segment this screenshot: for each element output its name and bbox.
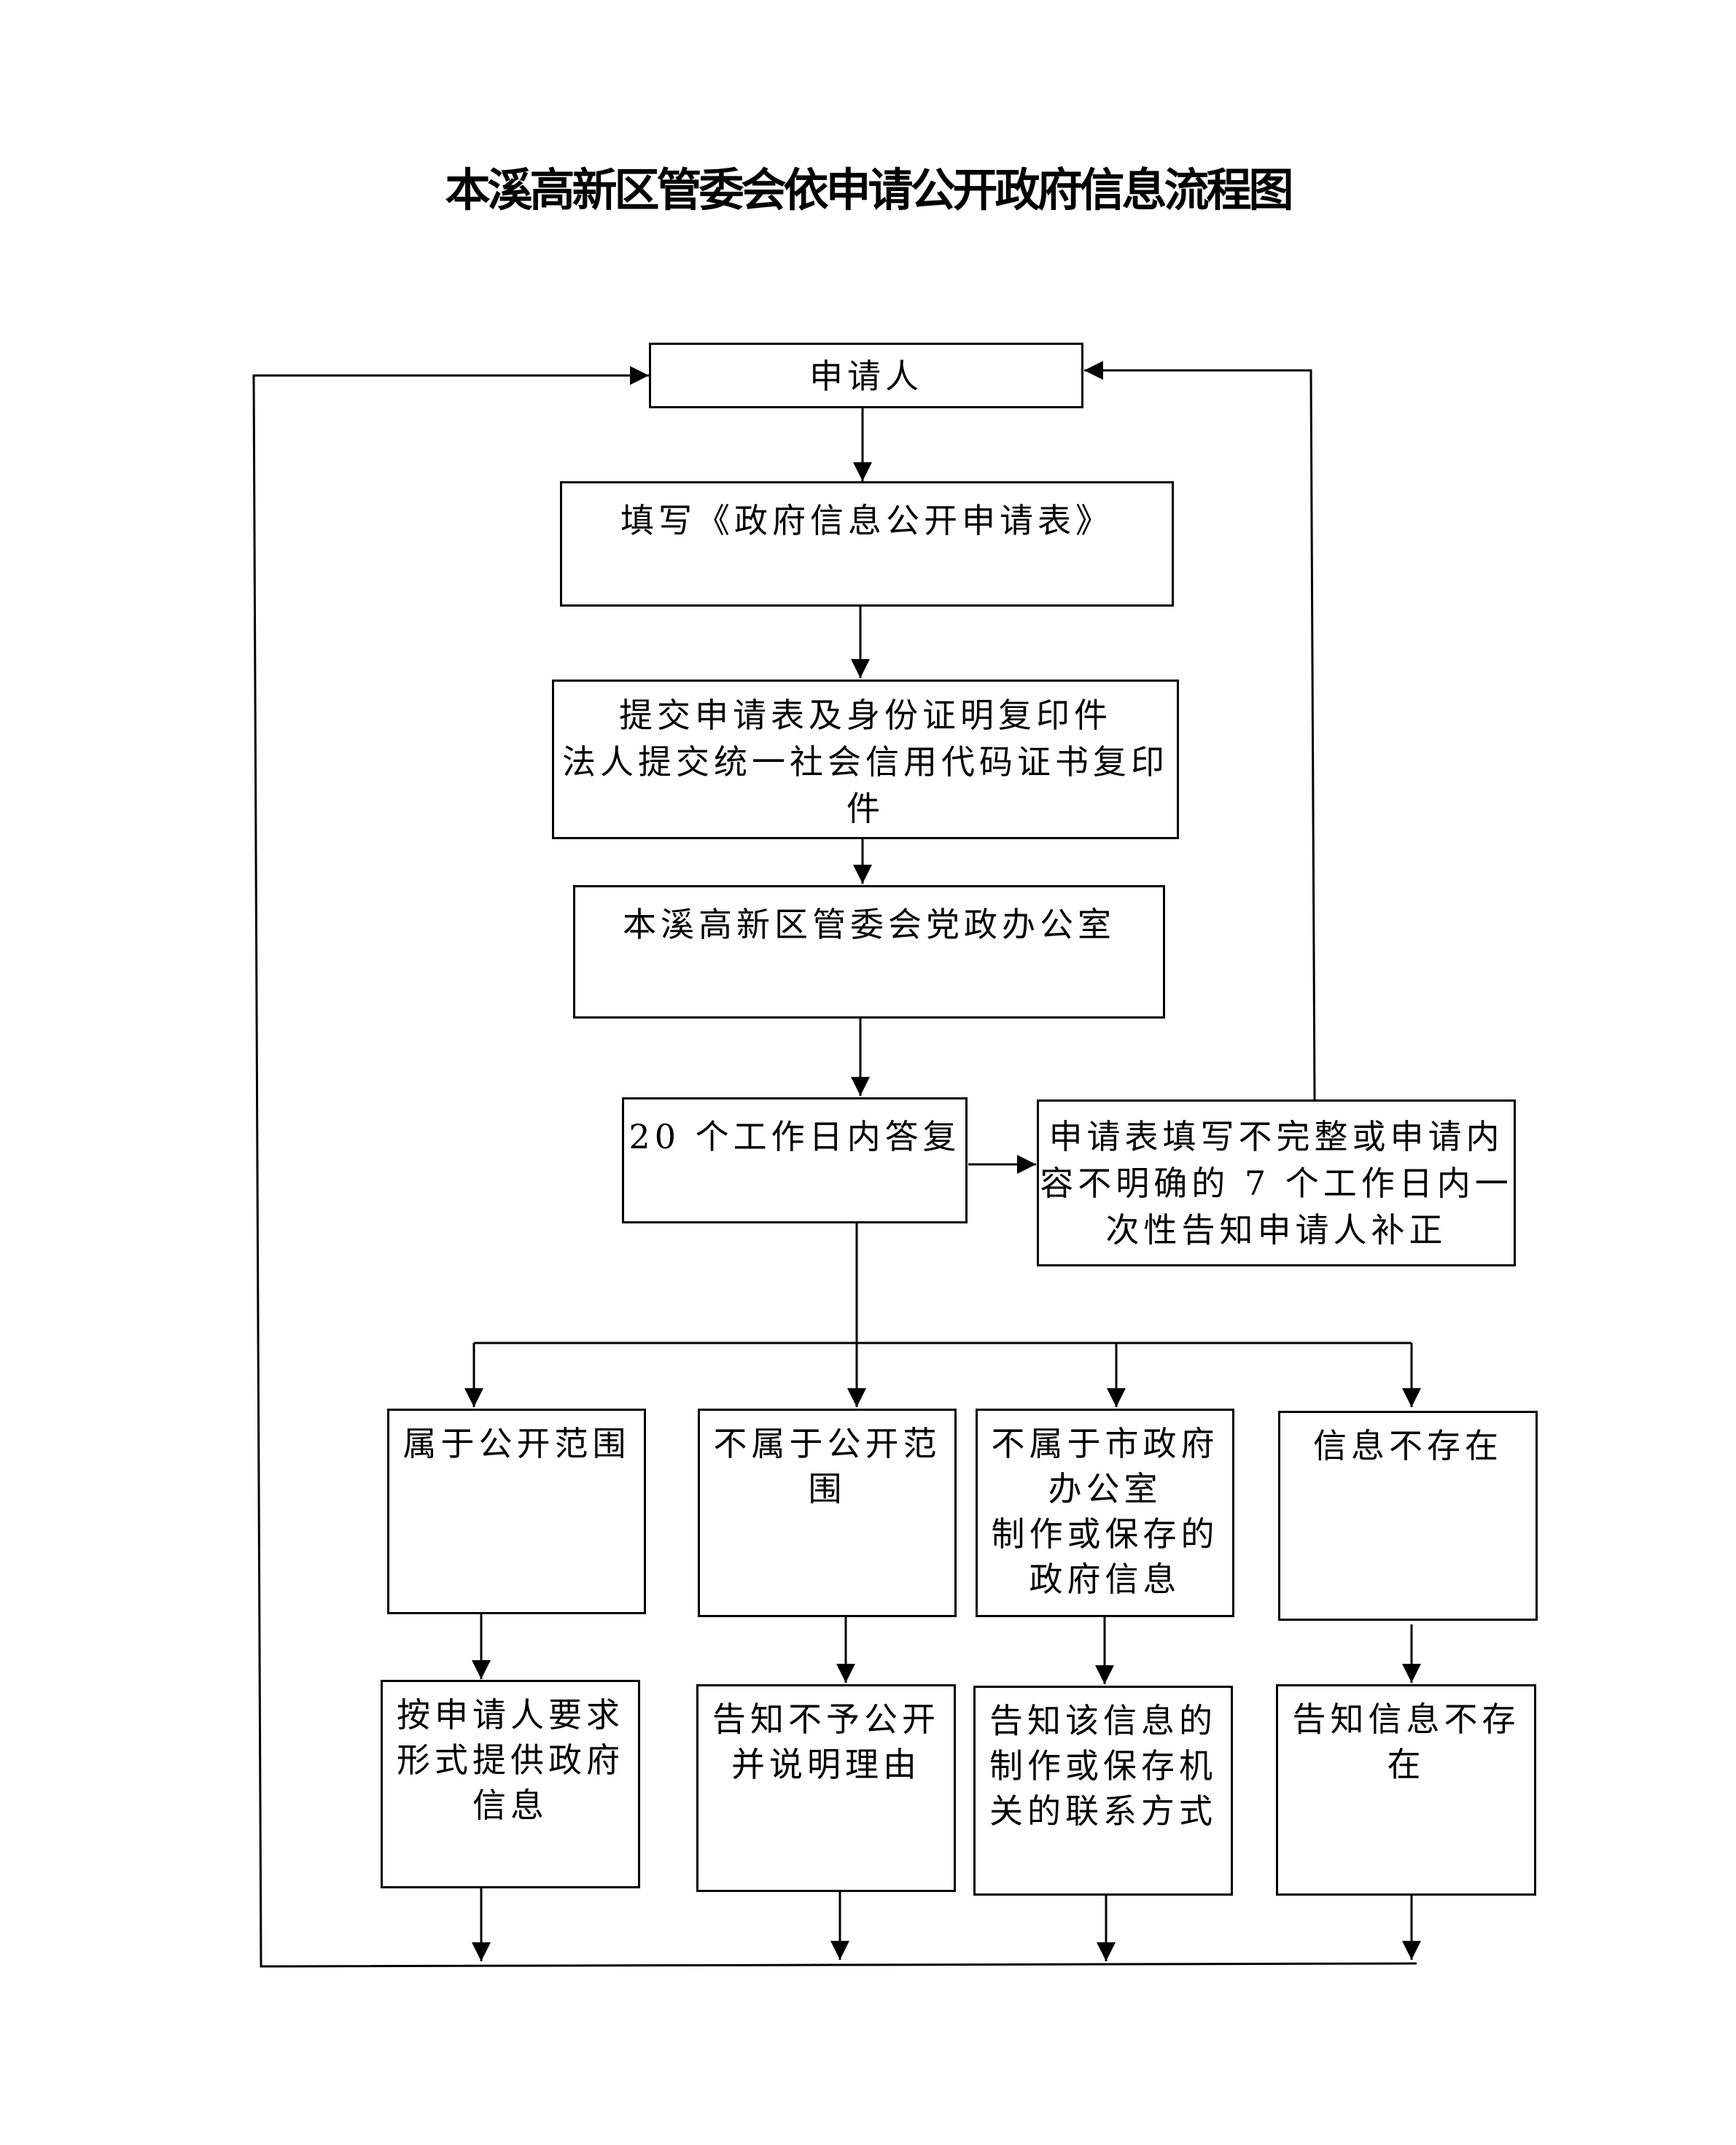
node-submit: 提交申请表及身份证明复印件 法人提交统一社会信用代码证书复印 件	[552, 680, 1179, 839]
page-title: 本溪高新区管委会依申请公开政府信息流程图	[445, 163, 1293, 217]
node-incomplete-line-2: 容不明确的 7 个工作日内一	[1040, 1164, 1513, 1203]
node-in-scope-line: 属于公开范围	[402, 1424, 631, 1463]
node-reply: 20 个工作日内答复	[622, 1097, 968, 1223]
node-not-office: 不属于市政府 办公室 制作或保存的 政府信息	[976, 1409, 1234, 1617]
node-submit-line-3: 件	[846, 789, 884, 828]
node-office: 本溪高新区管委会党政办公室	[573, 885, 1165, 1019]
node-provide-line-1: 按申请人要求	[397, 1695, 624, 1735]
return-line-to-applicant	[252, 366, 1417, 1968]
node-refuse: 告知不予公开 并说明理由	[696, 1684, 956, 1892]
node-submit-line-2: 法人提交统一社会信用代码证书复印	[562, 742, 1169, 782]
node-provide: 按申请人要求 形式提供政府 信息	[381, 1680, 640, 1888]
node-applicant-line: 申请人	[809, 357, 923, 396]
node-incomplete: 申请表填写不完整或申请内 容不明确的 7 个工作日内一 次性告知申请人补正	[1037, 1099, 1516, 1266]
node-contact: 告知该信息的 制作或保存机 关的联系方式	[973, 1686, 1233, 1896]
node-provide-line-3: 信息	[472, 1786, 548, 1825]
node-not-office-line-1: 不属于市政府	[991, 1424, 1219, 1463]
node-not-office-line-2: 办公室	[1048, 1469, 1162, 1508]
arrow-incomplete-to-applicant	[1084, 361, 1316, 1100]
node-not-exist-line: 信息不存在	[1313, 1426, 1503, 1465]
node-applicant: 申请人	[649, 343, 1083, 408]
node-reply-line: 20 个工作日内答复	[628, 1117, 961, 1156]
node-not-office-line-3: 制作或保存的	[991, 1514, 1219, 1554]
node-inform-not-exist: 告知信息不存 在	[1276, 1684, 1536, 1896]
node-incomplete-line-1: 申请表填写不完整或申请内	[1048, 1117, 1504, 1156]
node-refuse-line-2: 并说明理由	[731, 1745, 921, 1784]
node-not-exist: 信息不存在	[1278, 1411, 1538, 1621]
node-submit-line-1: 提交申请表及身份证明复印件	[619, 696, 1112, 735]
node-refuse-line-1: 告知不予公开	[712, 1700, 940, 1739]
node-incomplete-line-3: 次性告知申请人补正	[1105, 1210, 1447, 1250]
node-not-office-line-4: 政府信息	[1029, 1560, 1181, 1599]
node-out-scope: 不属于公开范 围	[698, 1409, 957, 1617]
node-inform-not-exist-line-1: 告知信息不存	[1292, 1700, 1520, 1739]
node-out-scope-line-2: 围	[808, 1469, 846, 1508]
node-inform-not-exist-line-2: 在	[1387, 1745, 1425, 1784]
node-contact-line-1: 告知该信息的	[989, 1701, 1217, 1740]
node-office-line: 本溪高新区管委会党政办公室	[623, 905, 1116, 944]
node-contact-line-3: 关的联系方式	[989, 1791, 1217, 1831]
node-out-scope-line-1: 不属于公开范	[713, 1424, 941, 1463]
node-contact-line-2: 制作或保存机	[989, 1746, 1217, 1786]
node-fill-form: 填写《政府信息公开申请表》	[560, 481, 1174, 607]
node-in-scope: 属于公开范围	[387, 1409, 646, 1614]
node-provide-line-2: 形式提供政府	[397, 1740, 624, 1780]
node-fill-form-line: 填写《政府信息公开申请表》	[620, 501, 1113, 540]
